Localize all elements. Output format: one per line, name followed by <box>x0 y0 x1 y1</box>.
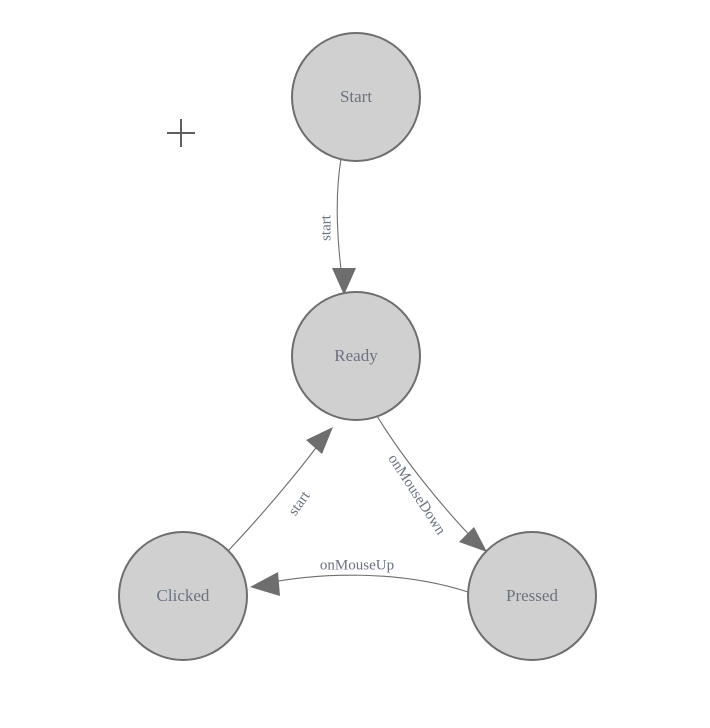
node-circle-pressed[interactable] <box>467 531 597 661</box>
arrowhead-ready-to-pressed <box>459 527 487 552</box>
arrowhead-pressed-to-clicked <box>250 572 280 596</box>
edge-start-to-ready[interactable]: start <box>318 158 356 295</box>
edge-clicked-to-ready[interactable]: start <box>227 427 333 552</box>
edge-label-clicked-to-ready: start <box>286 488 314 519</box>
edge-label-start-to-ready: start <box>318 214 334 241</box>
edge-pressed-to-clicked[interactable]: onMouseUp <box>250 557 469 596</box>
node-clicked[interactable]: Clicked <box>118 531 248 661</box>
edge-path-ready-to-pressed[interactable] <box>376 415 479 545</box>
node-label-clicked: Clicked <box>157 586 210 605</box>
arrowhead-clicked-to-ready <box>306 427 333 454</box>
edge-path-clicked-to-ready[interactable] <box>227 436 325 552</box>
crosshair-icon <box>167 119 195 147</box>
edge-path-pressed-to-clicked[interactable] <box>261 574 469 593</box>
edge-label-ready-to-pressed: onMouseDown <box>385 452 449 539</box>
node-circle-ready[interactable] <box>291 291 421 421</box>
node-start[interactable]: Start <box>291 32 421 162</box>
node-label-start: Start <box>340 87 372 106</box>
node-ready[interactable]: Ready <box>291 291 421 421</box>
node-layer: Start Ready Clicked Pressed <box>118 32 597 661</box>
edge-path-start-to-ready[interactable] <box>336 158 344 286</box>
node-pressed[interactable]: Pressed <box>467 531 597 661</box>
edge-label-pressed-to-clicked: onMouseUp <box>320 557 394 573</box>
edge-ready-to-pressed[interactable]: onMouseDown <box>376 415 487 552</box>
arrowhead-start-to-ready <box>332 268 356 295</box>
node-label-pressed: Pressed <box>506 586 558 605</box>
node-circle-clicked[interactable] <box>118 531 248 661</box>
node-circle-start[interactable] <box>291 32 421 162</box>
node-label-ready: Ready <box>334 346 378 365</box>
